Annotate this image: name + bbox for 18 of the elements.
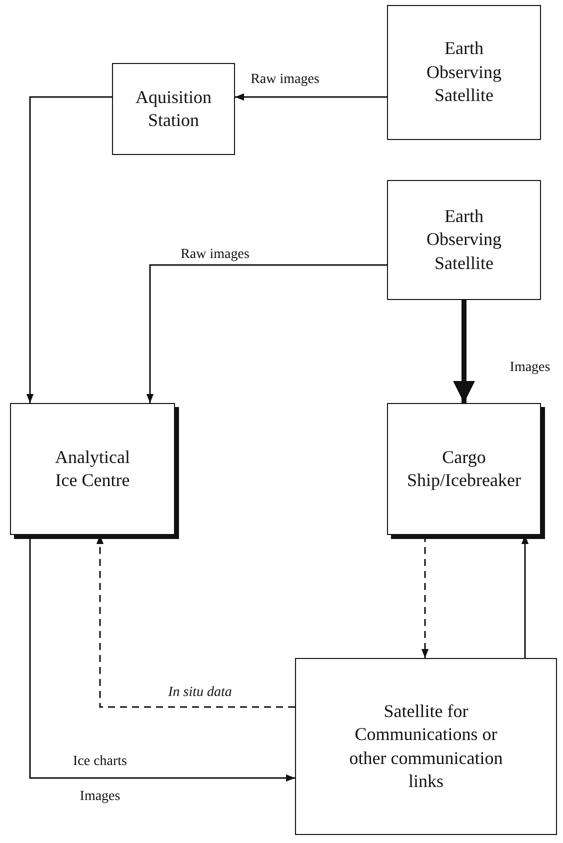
edge-label: Raw images [178, 247, 252, 263]
box-label: Analytical Ice Centre [54, 446, 131, 492]
note-text: Images [78, 789, 122, 805]
edge-label: Raw images [248, 72, 322, 88]
box-label: Earth Observing Satellite [426, 37, 502, 108]
arrow [235, 93, 387, 101]
box-label: Cargo Ship/Icebreaker [406, 446, 522, 492]
process-box [387, 180, 541, 300]
arrow [146, 264, 387, 403]
process-box [387, 5, 541, 140]
arrow [26, 96, 112, 403]
arrow [453, 300, 475, 403]
box-label: Satellite for Communications or other communication links [348, 700, 504, 793]
process-box [295, 658, 557, 835]
edge-label: Images [508, 360, 552, 376]
box-label: Aquisition Station [134, 86, 212, 132]
process-box [112, 63, 235, 155]
box-label: Earth Observing Satellite [426, 204, 502, 275]
